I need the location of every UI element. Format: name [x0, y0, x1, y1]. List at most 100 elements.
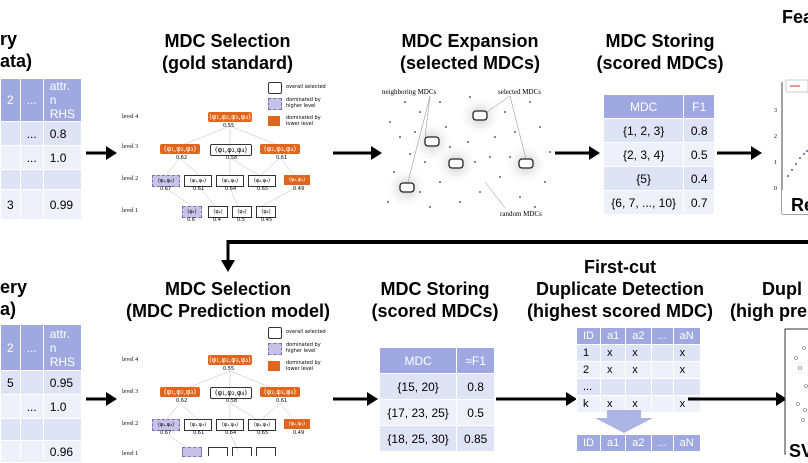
cell: x: [672, 361, 701, 379]
cell: {2, 3, 4}: [602, 142, 685, 167]
mdc-node: (φ₁,φ₂,φ₃,φ₄): [208, 112, 252, 122]
random-mdcs-label: random MDCs: [500, 210, 542, 218]
lattice-edges: [164, 125, 296, 207]
level-label: level 2: [122, 176, 139, 182]
arrow-right-icon: [496, 392, 577, 406]
header-cell: MDC: [602, 94, 685, 119]
header-cell: a2: [625, 327, 652, 345]
mdc-node: (φ₁): [182, 206, 202, 218]
expansion-scatter: neighboring MDCs selected MDCs random MD…: [382, 88, 551, 218]
header-cell: ...: [650, 434, 674, 452]
top-left-title: ry ata): [0, 29, 33, 71]
mdc-node: [256, 447, 276, 456]
header-cell: MDC: [378, 347, 458, 374]
cell: x: [599, 361, 627, 379]
mdc-score: 0.61: [193, 430, 205, 436]
cell: {6, 7, ..., 10}: [602, 190, 685, 215]
mdc-node: (φ₁,φ₃): [184, 175, 212, 187]
cell: 0.95: [42, 370, 83, 395]
header-cell: ID: [576, 434, 601, 452]
legend-swatch: [268, 116, 280, 126]
svg-text:0: 0: [774, 186, 777, 192]
selection-title-prediction: MDC Selection (MDC Prediction model): [125, 279, 330, 321]
header-cell: ...: [650, 327, 674, 345]
cell: x: [599, 344, 627, 362]
level-label: level 2: [122, 421, 139, 427]
arrow-right-icon: [333, 146, 382, 160]
mdc-node: (φ₁,φ₂,φ₃): [160, 144, 200, 154]
mdc-score: 0.67: [160, 186, 172, 192]
connector-arrow: [221, 240, 808, 272]
mdc-node: (φ₂,φ₃,φ₄): [260, 387, 300, 397]
arrow-right-icon: [717, 146, 762, 160]
mdc-score: 0.55: [223, 366, 235, 372]
header-cell: F1: [683, 94, 715, 119]
cell: x: [625, 361, 652, 379]
mdc-score: 0.64: [225, 430, 237, 436]
storing-title-top: MDC Storing (scored MDCs): [596, 31, 724, 73]
header-cell: 2: [0, 78, 21, 122]
mdc-score: 0.5: [237, 217, 245, 223]
legend-swatch: [268, 327, 282, 339]
cell: 1.0: [42, 145, 83, 170]
header-cell: ID: [576, 327, 601, 345]
level-label: level 4: [122, 114, 139, 120]
cell: 0.96: [42, 440, 83, 463]
mdc-node: (φ₂): [208, 206, 228, 218]
mdc-score: 0.65: [257, 430, 269, 436]
bottom-left-title: ery a): [0, 277, 28, 319]
header-cell: a1: [599, 327, 627, 345]
neighboring-mdcs-label: neighboring MDCs: [382, 88, 437, 96]
level-label: level 3: [122, 144, 139, 150]
mdc-node: [232, 447, 252, 456]
cell: 0.5: [456, 399, 495, 426]
cell: 1: [576, 344, 601, 362]
bottom-right-title: Dupl (high pre: [730, 279, 807, 321]
selection-title-gold: MDC Selection (gold standard): [162, 31, 293, 73]
arrow-down-icon: [595, 410, 653, 433]
cell: 0.7: [683, 190, 715, 215]
mdc-node: (φ₁,φ₂): [152, 175, 180, 187]
arrow-right-icon: [555, 146, 600, 160]
legend-swatch: [268, 343, 282, 355]
mdc-score: 0.64: [225, 186, 237, 192]
mdc-score: 0.62: [176, 398, 188, 404]
cell: ...: [19, 394, 44, 419]
arrow-right-icon: [688, 392, 787, 406]
mdc-node: (φ₁,φ₄): [216, 419, 244, 431]
mdc-node: (φ₁,φ₄): [216, 175, 244, 187]
cell: 0.99: [42, 189, 83, 220]
selected-mdcs-label: selected MDCs: [498, 88, 541, 96]
arrow-right-icon: [333, 392, 378, 406]
detection-table-filtered: ID a1 a2 ... aN: [576, 434, 701, 452]
mdc-score: 0.67: [160, 430, 172, 436]
cell: 0.8: [456, 373, 495, 400]
cell: 5: [0, 370, 21, 395]
storing-title-bottom: MDC Storing (scored MDCs): [371, 279, 499, 321]
bottom-right-plot: [784, 328, 808, 455]
level-label: level 3: [122, 389, 139, 395]
mdc-score: 0.61: [276, 398, 288, 404]
mdc-score: 0.62: [176, 155, 188, 161]
mdc-node: [208, 447, 228, 456]
mdc-score: 0.4: [213, 217, 221, 223]
cell: k: [576, 395, 601, 413]
legend-swatch: [268, 98, 282, 110]
header-cell: ≈F1: [456, 347, 495, 374]
mdc-node: (φ₂,φ₄): [284, 175, 310, 185]
header-cell: ...: [19, 324, 44, 371]
svg-text:3: 3: [774, 108, 777, 114]
cell: ...: [19, 145, 44, 170]
mdc-score: 0.49: [293, 430, 305, 436]
arrow-right-icon: [86, 146, 117, 160]
cell: {18, 25, 30}: [378, 425, 458, 452]
mdc-node: (φ₂,φ₃): [248, 419, 276, 431]
cell: {15, 20}: [378, 373, 458, 400]
mdc-node: (φ₁,φ₃): [184, 419, 212, 431]
cell: 0.8: [683, 118, 715, 143]
cell: 1.0: [42, 394, 83, 419]
level-label: level 1: [122, 208, 139, 214]
mdc-score: 0.61: [276, 155, 288, 161]
